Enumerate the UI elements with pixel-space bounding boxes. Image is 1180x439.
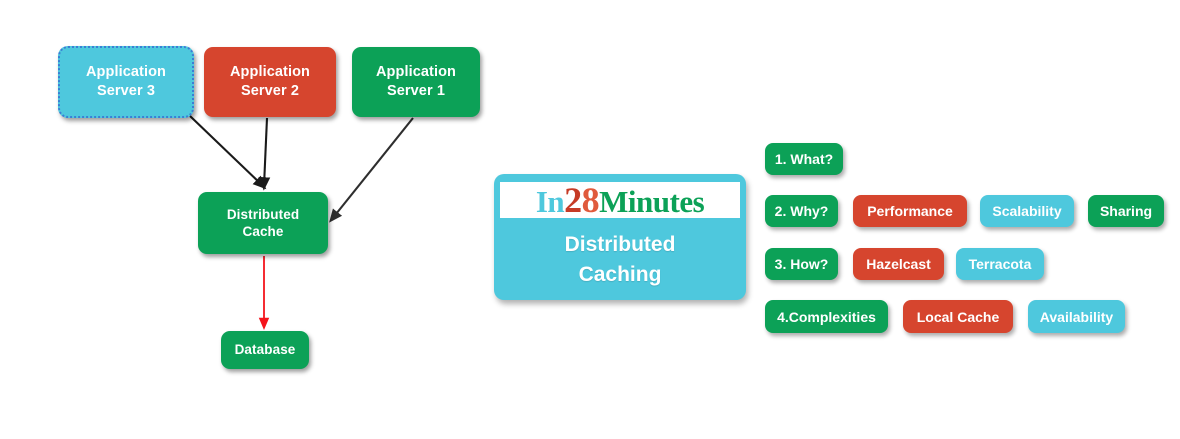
node-label-line: Cache: [242, 224, 284, 239]
node-label-line: Application: [85, 64, 167, 81]
in28minutes-logo: In28Minutes: [500, 182, 740, 218]
card-title: Distributed Caching: [494, 230, 746, 291]
topic-chip[interactable]: Terracota: [956, 248, 1044, 280]
edge-server3-to-cache: [189, 115, 267, 190]
topic-chip[interactable]: 3. How?: [765, 248, 838, 280]
topic-chip[interactable]: 1. What?: [765, 143, 843, 175]
node-database[interactable]: Database: [221, 331, 309, 369]
logo-word-two: 2: [564, 182, 582, 218]
topic-chip[interactable]: Availability: [1028, 300, 1125, 333]
node-label-line: Application: [229, 64, 311, 81]
node-label-line: Server 2: [240, 83, 300, 99]
node-label-line: Database: [234, 342, 296, 358]
logo-word-in: In: [535, 184, 565, 218]
topic-chip[interactable]: Hazelcast: [853, 248, 944, 280]
logo-word-eight: 8: [581, 182, 600, 218]
topic-chip[interactable]: Performance: [853, 195, 967, 227]
node-label-line: Server 3: [96, 83, 156, 99]
topic-chip[interactable]: Scalability: [980, 195, 1074, 227]
node-app-server-1[interactable]: Application Server 1: [352, 47, 480, 117]
logo-word-minutes: Minutes: [599, 184, 705, 218]
node-label-line: Application: [375, 64, 457, 81]
logo-wordmark: In28Minutes: [535, 182, 705, 218]
node-app-server-3[interactable]: Application Server 3: [58, 46, 194, 118]
in28minutes-title-card: In28Minutes Distributed Caching: [494, 174, 746, 300]
card-title-line: Distributed: [564, 233, 676, 256]
topic-chip[interactable]: Local Cache: [903, 300, 1013, 333]
topic-chip[interactable]: 4.Complexities: [765, 300, 888, 333]
node-label-line: Server 1: [386, 83, 446, 99]
topic-chip[interactable]: 2. Why?: [765, 195, 838, 227]
node-label-line: Distributed: [226, 206, 300, 222]
topic-chip[interactable]: Sharing: [1088, 195, 1164, 227]
node-distributed-cache[interactable]: Distributed Cache: [198, 192, 328, 254]
card-title-line: Caching: [578, 263, 662, 287]
node-app-server-2[interactable]: Application Server 2: [204, 47, 336, 117]
edge-server1-to-cache: [329, 117, 414, 223]
edge-server2-to-cache: [258, 117, 271, 191]
